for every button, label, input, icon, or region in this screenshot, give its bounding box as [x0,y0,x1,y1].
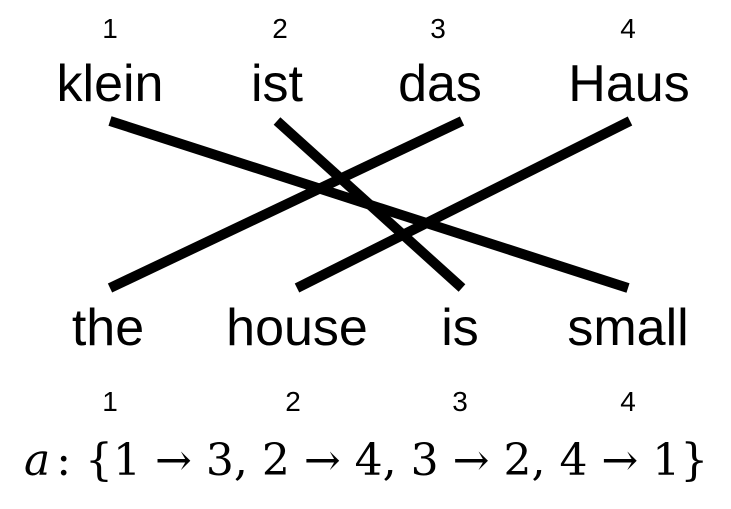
target-word-4: small [567,299,688,357]
formula-mapping: : {1 → 3, 2 → 4, 3 → 2, 4 → 1} [56,435,708,486]
alignment-link-3-1 [107,116,465,293]
source-index-4: 4 [620,13,636,44]
target-index-1: 1 [102,386,118,417]
alignment-link-2-3 [273,117,466,292]
target-tokens: the house is small 1 2 3 4 [72,299,689,417]
source-index-1: 1 [102,13,118,44]
target-word-2: house [226,299,368,357]
formula-variable: a [24,435,50,486]
source-tokens: 1 2 3 4 klein ist das Haus [57,13,690,113]
target-index-3: 3 [452,386,468,417]
target-index-4: 4 [620,386,636,417]
source-word-3: das [398,55,482,113]
target-index-2: 2 [285,386,301,417]
target-word-1: the [72,299,144,357]
source-index-3: 3 [430,13,446,44]
alignment-formula: a: {1 → 3, 2 → 4, 3 → 2, 4 → 1} [24,435,708,486]
source-word-2: ist [251,55,304,113]
alignment-link-4-2 [294,116,633,293]
source-index-2: 2 [272,13,288,44]
source-word-4: Haus [568,55,689,113]
source-word-1: klein [57,55,164,113]
target-word-3: is [441,299,479,357]
alignment-links [107,116,633,293]
